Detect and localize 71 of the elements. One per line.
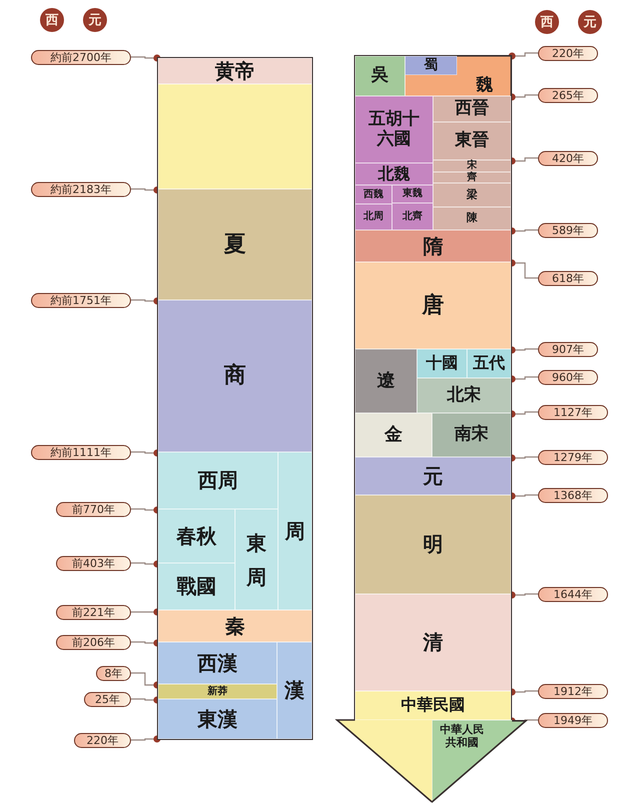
year-tag: 220年 [538,46,598,60]
era-badge: 元 [578,10,602,34]
dynasty-block: 遼 [354,349,417,413]
year-tag: 前221年 [56,604,131,620]
dynasty-block: 北宋 [417,378,512,413]
dynasty-block: 北魏 [354,163,433,185]
dynasty-block: 戰國 [157,563,235,610]
dynasty-block: 元 [354,457,512,495]
dynasty-block: 中華人民共和國 [432,720,528,803]
leader-line [131,736,160,742]
dynasty-block: 北齊 [392,203,433,230]
year-tag: 420年 [538,150,598,166]
era-badge: 西 [535,10,559,34]
dynasty-block: 南宋 [432,413,512,457]
dynasty-block: 西漢 [157,642,277,684]
dynasty-block: 梁 [433,183,512,207]
dynasty-block: 東周 [235,509,278,610]
dynasty-block: 十國 [417,349,467,378]
year-tag: 960年 [538,370,598,384]
year-tag: 約前2183年 [31,182,131,196]
dynasty-block: 商 [157,300,313,452]
year-tag: 約前1111年 [31,444,131,460]
year-tag: 1912年 [538,684,608,698]
year-tag: 907年 [538,342,598,356]
year-tag: 約前1751年 [31,292,131,308]
year-tag: 1279年 [538,450,608,464]
dynasty-block: 夏 [157,189,313,300]
year-tag: 220年 [74,732,131,748]
dynasty-block: 北周 [354,204,392,230]
year-tag: 前770年 [56,502,131,516]
dynasty-block: 中華民國 [354,691,512,720]
dynasty-block: 黄帝 [157,57,313,84]
dynasty-block: 東魏 [392,185,433,203]
year-tag: 265年 [538,88,598,102]
dynasty-block: 漢 [277,642,313,740]
dynasty-block: 西晉 [433,96,512,122]
dynasty-block: 春秋 [157,509,235,563]
dynasty-block: 周 [278,452,313,610]
dynasty-block: 明 [354,495,512,594]
year-tag: 8年 [96,666,131,680]
leader-line [131,54,160,62]
year-tag: 1644年 [538,586,608,602]
era-badge: 西 [40,8,64,32]
dynasty-block: 唐 [354,262,512,349]
dynasty-block: 宋 [433,160,512,172]
year-tag: 前206年 [56,634,131,650]
year-tag: 1949年 [538,712,608,728]
year-tag: 約前2700年 [31,50,131,64]
dynasty-block: 隋 [354,230,512,262]
dynasty-block: 東晉 [433,122,512,160]
dynasty-block: 秦 [157,610,313,642]
dynasty-block: 齊 [433,172,512,183]
era-badge: 元 [83,8,107,32]
dynasty-block: 陳 [433,207,512,230]
year-tag: 前403年 [56,556,131,570]
dynasty-block: 吳 [354,55,405,96]
dynasty-block: 五胡十六國 [354,96,433,163]
dynasty-block: 西周 [157,452,278,509]
dynasty-block: 金 [354,413,432,457]
dynasty-block: 五代 [467,349,512,378]
year-tag: 1127年 [538,404,608,420]
leader-line [508,52,538,60]
dynasty-block: 新莽 [157,684,277,699]
year-tag: 1368年 [538,488,608,502]
dynasty-block: 東漢 [157,699,277,740]
dynasty-block: 西魏 [354,185,392,204]
dynasty-block: 清 [354,594,512,691]
year-tag: 618年 [538,270,598,286]
period-block [157,84,313,189]
year-tag: 25年 [84,692,131,706]
year-tag: 589年 [538,222,598,238]
